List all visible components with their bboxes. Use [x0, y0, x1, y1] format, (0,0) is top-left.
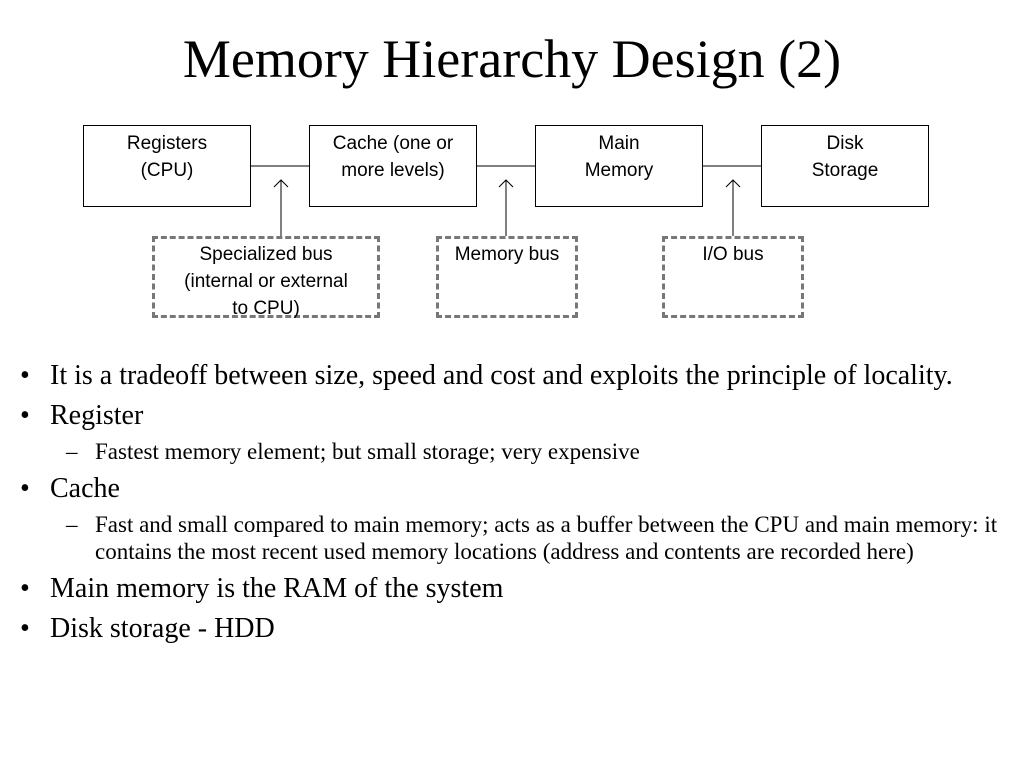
bullet-item: • Cache	[18, 473, 1018, 504]
main-memory-box: Main Memory	[535, 125, 703, 207]
memory-hierarchy-diagram: Registers (CPU) Cache (one or more level…	[0, 0, 1024, 340]
bullet-marker: •	[20, 360, 30, 391]
bullet-item: • Main memory is the RAM of the system	[18, 573, 1018, 604]
bullet-item: • Register	[18, 400, 1018, 431]
sub-bullet-marker: –	[66, 512, 78, 537]
memory-bus-label: Memory bus	[454, 244, 560, 265]
bullet-text: Disk storage - HDD	[50, 613, 275, 644]
sub-bullet-text: Fast and small compared to main memory; …	[95, 512, 998, 564]
specialized-bus-label-line1: Specialized bus	[199, 244, 333, 265]
bullet-text: It is a tradeoff between size, speed and…	[50, 360, 953, 391]
cache-label-line2: more levels)	[341, 160, 445, 181]
registers-label-line2: (CPU)	[140, 160, 194, 181]
cache-label-line1: Cache (one or	[332, 133, 454, 154]
main-memory-label-line1: Main	[598, 133, 640, 154]
disk-storage-label-line1: Disk	[826, 133, 864, 154]
bullet-marker: •	[20, 473, 30, 504]
bullet-item: • Disk storage - HDD	[18, 613, 1018, 644]
io-bus-box: I/O bus	[662, 236, 804, 318]
memory-bus-box: Memory bus	[436, 236, 578, 318]
registers-label-line1: Registers	[126, 133, 208, 154]
bullet-marker: •	[20, 613, 30, 644]
bullet-text: Cache	[50, 473, 120, 504]
bullet-marker: •	[20, 573, 30, 604]
memory-bus-arrow	[498, 179, 514, 236]
specialized-bus-arrow	[273, 179, 289, 236]
specialized-bus-box: Specialized bus (internal or external to…	[152, 236, 380, 319]
specialized-bus-label-line2: (internal or external	[184, 271, 348, 292]
specialized-bus-label-line3: to CPU)	[232, 298, 300, 319]
bullet-item: • It is a tradeoff between size, speed a…	[18, 360, 1018, 391]
disk-storage-label-line2: Storage	[811, 160, 879, 181]
io-bus-label: I/O bus	[702, 244, 764, 265]
bullet-marker: •	[20, 400, 30, 431]
sub-bullet-marker: –	[66, 439, 78, 464]
sub-bullet-text: Fastest memory element; but small storag…	[95, 439, 640, 464]
diagram-connectors	[251, 165, 761, 236]
bullet-text: Main memory is the RAM of the system	[50, 573, 504, 604]
bullet-text: Register	[50, 400, 144, 431]
disk-storage-box: Disk Storage	[761, 125, 929, 207]
sub-bullet-item: – Fast and small compared to main memory…	[18, 511, 1018, 565]
io-bus-arrow	[725, 179, 741, 236]
registers-box: Registers (CPU)	[83, 125, 251, 207]
slide-title: Memory Hierarchy Design (2)	[182, 29, 842, 89]
bullet-list: • It is a tradeoff between size, speed a…	[18, 360, 1018, 653]
sub-bullet-item: – Fastest memory element; but small stor…	[18, 438, 1018, 465]
main-memory-label-line2: Memory	[584, 160, 654, 181]
cache-box: Cache (one or more levels)	[309, 125, 477, 207]
